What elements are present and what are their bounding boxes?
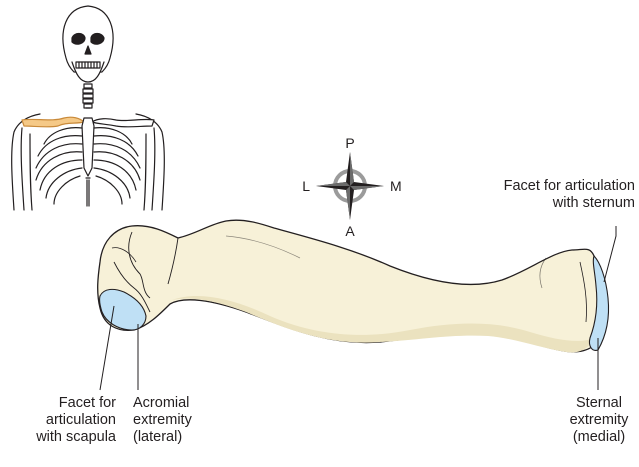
compass-letter-top: P — [345, 135, 354, 151]
left-ribs — [36, 128, 82, 204]
compass-letter-left: L — [302, 178, 310, 194]
label-facet-scapula: Facet for articulation with scapula — [6, 395, 116, 446]
right-upper-arm — [144, 128, 155, 210]
label-facet-scapula-line1: Facet for — [6, 395, 116, 412]
compass-letter-right: M — [390, 178, 402, 194]
skull-left-orbit — [72, 34, 85, 45]
label-sternal-line2: extremity — [560, 412, 638, 429]
sternum — [82, 118, 94, 176]
cervical-spine — [83, 84, 93, 108]
orientation-compass-icon — [316, 152, 384, 220]
label-facet-sternum: Facet for articulation with sternum — [504, 178, 635, 212]
right-ribs — [94, 128, 140, 204]
right-clavicle — [92, 119, 154, 127]
label-facet-sternum-line2: with sternum — [504, 195, 635, 212]
label-facet-sternum-line1: Facet for articulation — [504, 178, 635, 195]
label-acromial-extremity: Acromial extremity (lateral) — [133, 395, 192, 446]
label-facet-scapula-line3: with scapula — [6, 429, 116, 446]
left-upper-arm — [21, 128, 32, 210]
label-sternal-extremity: Sternal extremity (medial) — [560, 395, 638, 446]
skeleton-thumbnail-icon — [12, 6, 165, 210]
right-shoulder — [136, 114, 164, 210]
clavicle-bone — [98, 220, 609, 352]
leader-facet-sternum — [604, 226, 616, 282]
highlighted-clavicle-left — [22, 117, 84, 127]
label-acromial-line1: Acromial — [133, 395, 192, 412]
skull-right-orbit — [91, 34, 104, 45]
label-facet-scapula-line2: articulation — [6, 412, 116, 429]
left-shoulder — [12, 114, 40, 210]
label-acromial-line2: extremity — [133, 412, 192, 429]
label-sternal-line1: Sternal — [560, 395, 638, 412]
compass-letter-bottom: A — [345, 223, 355, 239]
label-sternal-line3: (medial) — [560, 429, 638, 446]
label-acromial-line3: (lateral) — [133, 429, 192, 446]
